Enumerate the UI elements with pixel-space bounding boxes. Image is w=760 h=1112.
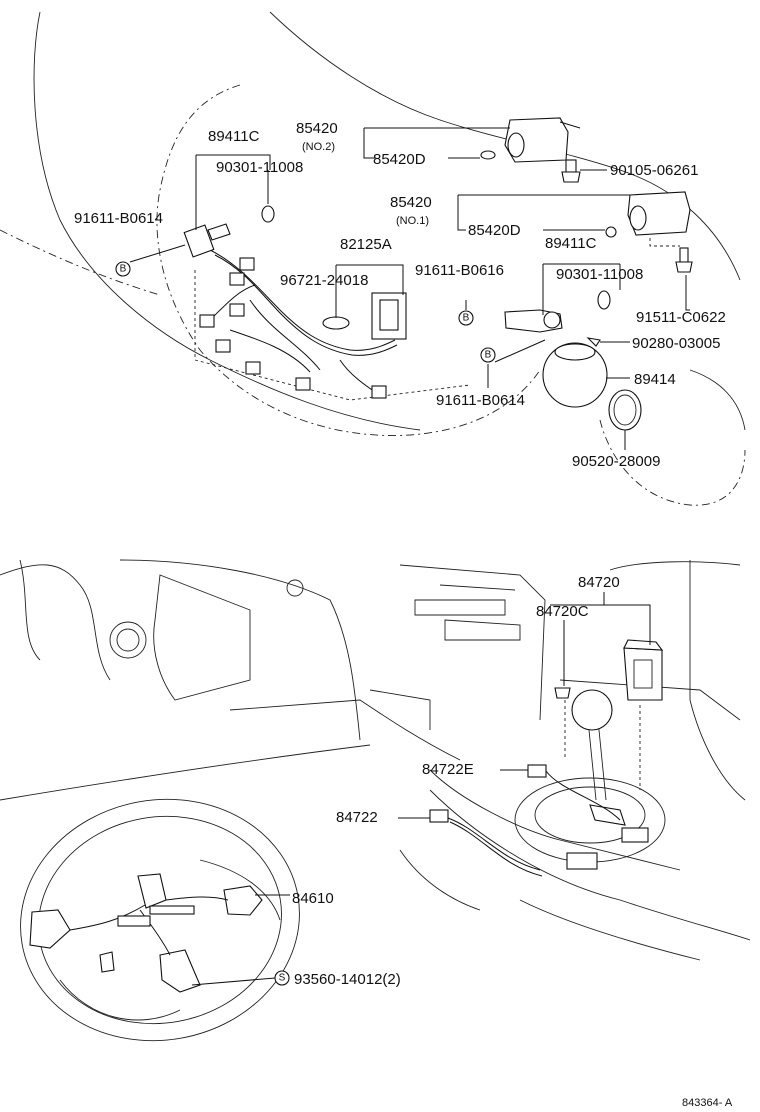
label-93560: 93560-14012(2) xyxy=(294,971,401,988)
label-91611-left: 91611-B0614 xyxy=(74,210,163,227)
wire-harness-drawing xyxy=(183,223,471,401)
label-90301-left: 90301-11008 xyxy=(216,159,303,176)
cam-sensor-right xyxy=(504,290,642,431)
steering-wheel-drawing xyxy=(20,798,300,1042)
label-85420-no2: 85420 xyxy=(296,120,338,137)
svg-text:B: B xyxy=(120,264,127,275)
label-84722: 84722 xyxy=(336,809,378,826)
shift-lever-drawing xyxy=(429,689,666,877)
label-84610: 84610 xyxy=(292,890,334,907)
label-84722e: 84722E xyxy=(422,761,474,778)
label-90105: 90105-06261 xyxy=(610,162,698,179)
label-90520: 90520-28009 xyxy=(572,453,660,470)
label-91611-bottom: 91611-B0614 xyxy=(436,392,525,409)
label-85420d-top: 85420D xyxy=(373,151,426,168)
label-84720c: 84720C xyxy=(536,603,589,620)
leader-lines-top xyxy=(129,127,690,450)
engine-bay-outline xyxy=(0,11,746,506)
label-85420-no1-suffix: (NO.1) xyxy=(396,215,429,227)
label-84720: 84720 xyxy=(578,574,620,591)
label-91611-b0616: 91611-B0616 xyxy=(415,262,504,279)
switch-84720c xyxy=(554,639,664,790)
dashboard-outline xyxy=(0,559,751,961)
oring-96721 xyxy=(322,316,350,330)
callout-s: S xyxy=(274,970,290,986)
label-85420-no2-suffix: (NO.2) xyxy=(302,141,335,153)
label-90280: 90280-03005 xyxy=(632,335,720,352)
leader-lines-bottom xyxy=(191,592,651,986)
svg-text:B: B xyxy=(485,350,492,361)
label-82125a: 82125A xyxy=(340,236,392,253)
knock-sensor-no1 xyxy=(605,191,693,273)
label-90301-right: 90301-11008 xyxy=(556,266,643,283)
label-89414: 89414 xyxy=(634,371,676,388)
cam-sensor-left xyxy=(261,205,275,223)
label-89411c-left: 89411C xyxy=(208,128,260,145)
label-91511: 91511-C0622 xyxy=(636,309,726,326)
svg-text:S: S xyxy=(279,973,286,984)
callout-b-2: B xyxy=(458,310,474,326)
callout-b-3: B xyxy=(480,347,496,363)
label-89411c-right: 89411C xyxy=(545,235,597,252)
label-85420d-mid: 85420D xyxy=(468,222,521,239)
knock-sensor-no2 xyxy=(480,117,581,183)
callout-b-1: B xyxy=(115,261,131,277)
reference-number: 843364- A xyxy=(682,1097,733,1109)
svg-text:B: B xyxy=(463,313,470,324)
label-96721: 96721-24018 xyxy=(280,272,368,289)
label-85420-no1: 85420 xyxy=(390,194,432,211)
